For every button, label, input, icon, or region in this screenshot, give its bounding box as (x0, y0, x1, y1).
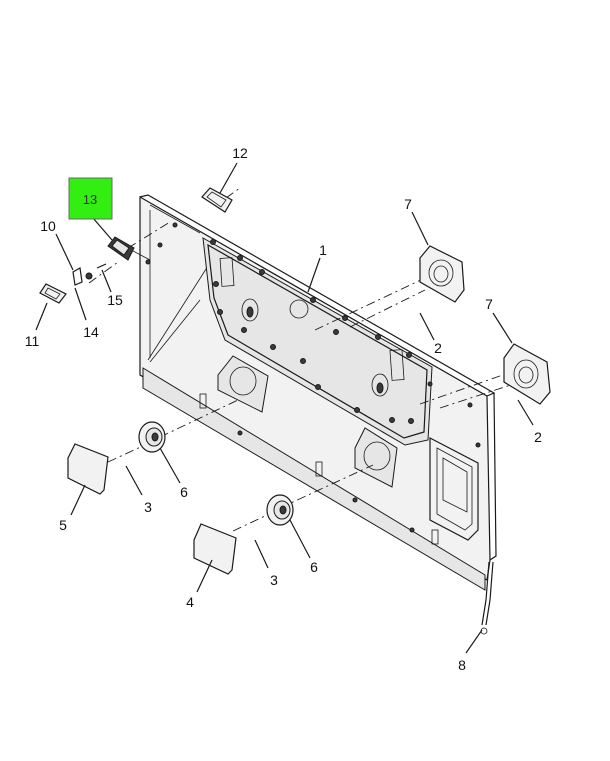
callout-7b: 7 (485, 296, 493, 312)
part-12-bezel (201, 187, 233, 213)
part-6-speaker-lower (266, 494, 294, 526)
part-6-speaker-upper (138, 421, 166, 453)
fastener-dots (145, 222, 481, 448)
assembly-lines (88, 187, 521, 532)
callout-8: 8 (458, 657, 466, 673)
back-panel (119, 194, 497, 591)
callout-3b: 3 (270, 572, 278, 588)
part-11-bezel (39, 283, 67, 304)
callout-6a: 6 (180, 484, 188, 500)
callout-11: 11 (25, 333, 40, 349)
leader-lines (35, 162, 534, 654)
part-7-bracket-upper (419, 245, 465, 303)
part-13-switch (107, 236, 135, 261)
part-7-bracket-lower (503, 343, 551, 405)
callout-7a: 7 (404, 196, 412, 212)
callout-4: 4 (186, 594, 194, 610)
parts-10-15-bracket (72, 263, 107, 286)
callout-15: 15 (107, 292, 123, 308)
callout-3a: 3 (144, 499, 152, 515)
callout-10: 10 (40, 218, 56, 234)
callout-13: 13 (83, 192, 97, 207)
callout-2a: 2 (434, 340, 442, 356)
callout-12: 12 (232, 145, 248, 161)
callout-6b: 6 (310, 559, 318, 575)
callout-5: 5 (59, 517, 67, 533)
callout-2b: 2 (534, 429, 542, 445)
part-5-grille (67, 443, 109, 495)
callout-1: 1 (319, 242, 327, 258)
part-4-grille (193, 523, 237, 575)
highlight-box (68, 177, 113, 220)
callout-14: 14 (83, 324, 99, 340)
